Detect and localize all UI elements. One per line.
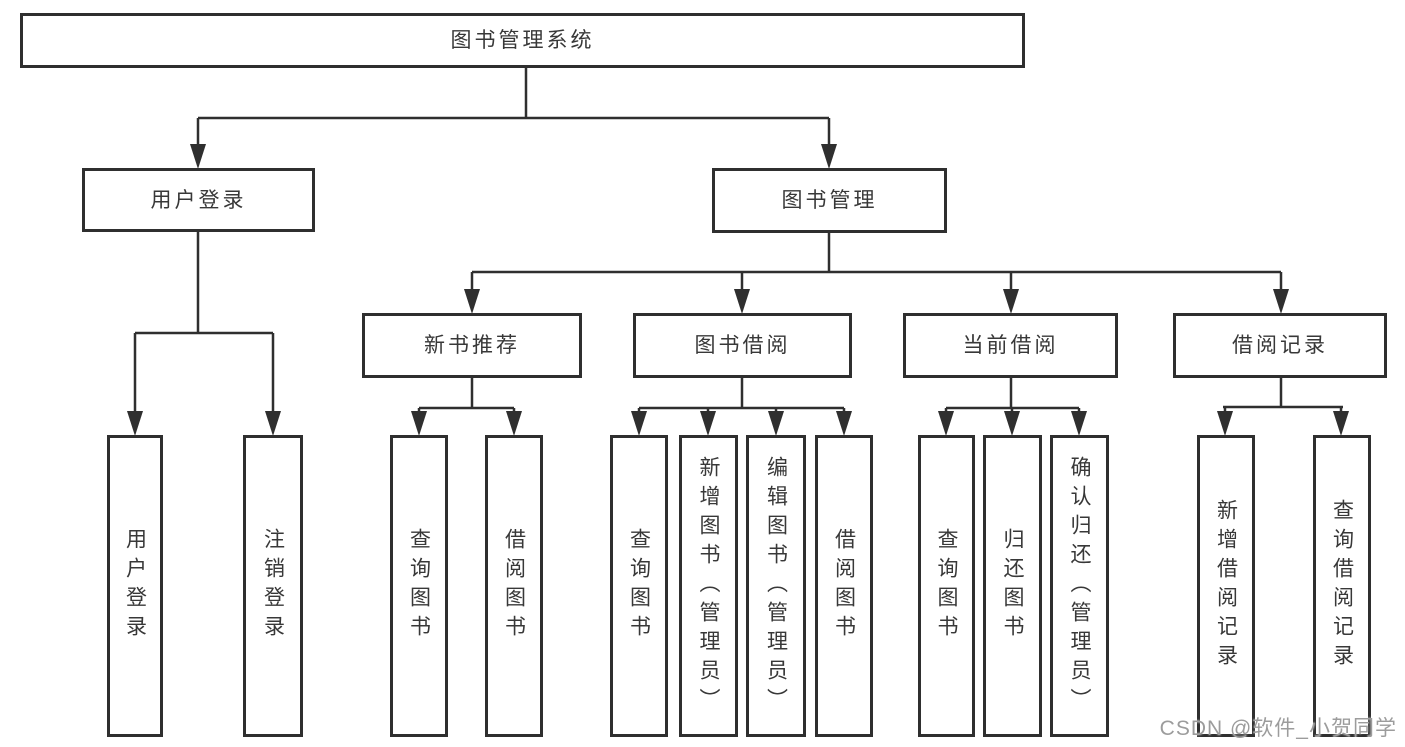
leaf-label: 新增借阅记录 [1214,499,1238,673]
node-label: 图书管理系统 [450,29,595,52]
node-book-management: 图书管理 [712,168,947,233]
leaf-add-books-admin: 新增图书（管理员） [679,435,738,737]
csdn-watermark: CSDN @软件_小贺同学 [1159,717,1397,740]
connector-current-borrowing [938,378,1087,436]
node-library-system: 图书管理系统 [20,13,1025,68]
leaf-label: 注销登录 [261,528,285,644]
node-book-borrowing: 图书借阅 [633,313,852,378]
leaf-label: 借阅图书 [832,528,856,644]
leaf-label: 新增图书（管理员） [697,455,720,717]
leaf-label: 确认归还（管理员） [1068,455,1091,717]
leaf-logout: 注销登录 [243,435,303,737]
leaf-label: 借阅图书 [502,528,526,644]
leaf-label: 编辑图书（管理员） [764,455,788,717]
node-label: 借阅记录 [1232,334,1328,357]
leaf-return-books: 归还图书 [983,435,1042,737]
connector-root [190,68,837,169]
node-label: 当前借阅 [962,334,1059,357]
connector-user-login [127,232,281,436]
leaf-label: 查询图书 [407,528,431,644]
leaf-label: 查询图书 [627,528,651,644]
node-label: 图书借阅 [694,334,791,357]
leaf-add-borrow-record: 新增借阅记录 [1197,435,1255,737]
node-label: 用户登录 [150,188,247,212]
node-user-login: 用户登录 [82,168,315,232]
node-label: 新书推荐 [424,334,520,357]
connector-borrow-records [1217,378,1349,436]
leaf-query-books-recommend: 查询图书 [390,435,448,737]
leaf-user-login: 用户登录 [107,435,163,737]
leaf-borrow-books-recommend: 借阅图书 [485,435,543,737]
leaf-label: 查询图书 [935,528,958,644]
connector-book-management [464,233,1289,314]
leaf-confirm-return-admin: 确认归还（管理员） [1050,435,1109,737]
node-borrowing-records: 借阅记录 [1173,313,1387,378]
node-label: 图书管理 [781,189,878,212]
leaf-label: 用户登录 [123,528,147,644]
leaf-query-books-borrow: 查询图书 [610,435,668,737]
node-current-borrowing: 当前借阅 [903,313,1118,378]
leaf-label: 查询借阅记录 [1330,499,1354,673]
leaf-query-books-current: 查询图书 [918,435,975,737]
leaf-edit-books-admin: 编辑图书（管理员） [746,435,806,737]
leaf-label: 归还图书 [1001,528,1024,644]
node-new-book-recommendation: 新书推荐 [362,313,582,378]
connector-book-borrowing [631,378,852,436]
connector-new-book [411,378,522,436]
leaf-query-borrow-record: 查询借阅记录 [1313,435,1371,737]
leaf-borrow-books: 借阅图书 [815,435,873,737]
